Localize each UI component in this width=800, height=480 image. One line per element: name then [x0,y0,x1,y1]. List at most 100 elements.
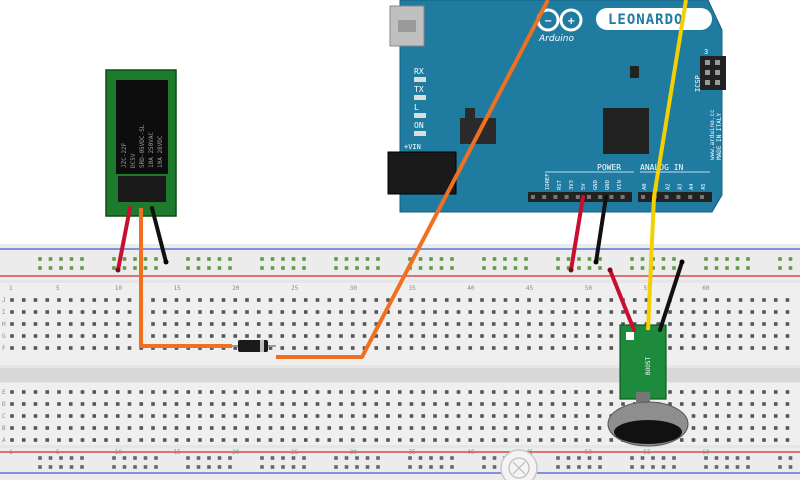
hole [10,322,14,326]
hole [80,426,85,430]
hole [515,414,520,418]
wire-red-relay [116,206,132,272]
hole [562,310,567,314]
hole [409,390,414,394]
rail-hole [735,465,740,469]
rail-hole [69,456,74,460]
hole [527,414,531,418]
diode [230,340,276,352]
top-power-rail [0,244,800,280]
rail-hole [672,465,676,469]
rail-hole [513,266,518,270]
hole [421,426,426,430]
hole [597,426,602,430]
rail-hole [482,456,486,460]
hole [668,390,672,394]
power-pin-label: GND [593,180,599,190]
hole [303,414,308,418]
hole [515,310,520,314]
hole [574,426,578,430]
hole [92,322,97,326]
hole [444,390,449,394]
hole [456,402,461,406]
hole [151,390,155,394]
hole [198,298,202,302]
hole [233,426,238,430]
hole [68,390,73,394]
row-letter: E [2,389,6,396]
hole [339,346,343,350]
hole [738,402,743,406]
hole [374,438,379,442]
hole [280,402,285,406]
hole [209,426,214,430]
relay-print-line: JZC-22F [121,142,128,168]
hole [45,322,50,326]
column-number: 5 [56,449,60,456]
hole [33,426,38,430]
hole [303,346,308,350]
hole [585,322,590,326]
brand-label: Arduino [538,34,574,44]
icsp-header [700,56,726,90]
rail-hole [207,456,211,460]
hole [268,346,273,350]
hole [480,310,484,314]
zoom-control[interactable] [500,449,538,480]
hole [21,426,26,430]
hole [703,414,708,418]
hole [468,438,473,442]
hole [397,390,402,394]
hole [268,322,273,326]
rail-hole [80,266,84,270]
hole [397,414,402,418]
hole [315,426,320,430]
rail-hole [630,465,634,469]
hole [374,390,379,394]
hole [174,322,179,326]
hole [45,310,50,314]
wire-yellow-signal [646,0,688,331]
hole [609,334,614,338]
hole [515,390,520,394]
hole [773,414,778,418]
power-header-label: POWER [597,163,621,172]
microphone [607,401,689,447]
hole [527,346,531,350]
rail-hole [735,456,740,460]
hole [691,414,696,418]
hole [397,322,402,326]
rail-hole [788,456,793,460]
hole [245,390,249,394]
hole [303,310,308,314]
rail-hole [439,257,444,261]
hole [57,402,61,406]
hole [538,414,543,418]
hole [550,322,555,326]
hole [491,322,496,326]
hole [162,426,167,430]
hole [245,402,249,406]
rail-hole [746,266,750,270]
hole [491,310,496,314]
hole [691,402,696,406]
hole [480,402,484,406]
hole [127,298,132,302]
hole [703,426,708,430]
hole [10,298,14,302]
hole [773,334,778,338]
hole [268,426,273,430]
hole [480,334,484,338]
rail-hole [133,465,137,469]
hole [280,298,285,302]
hole [421,310,426,314]
rail-hole [112,266,116,270]
hole [198,390,202,394]
hole [256,402,261,406]
rail-hole [143,456,148,460]
rail-hole [207,266,211,270]
hole [139,414,144,418]
hole [785,414,790,418]
led [414,131,426,136]
hole [515,322,520,326]
